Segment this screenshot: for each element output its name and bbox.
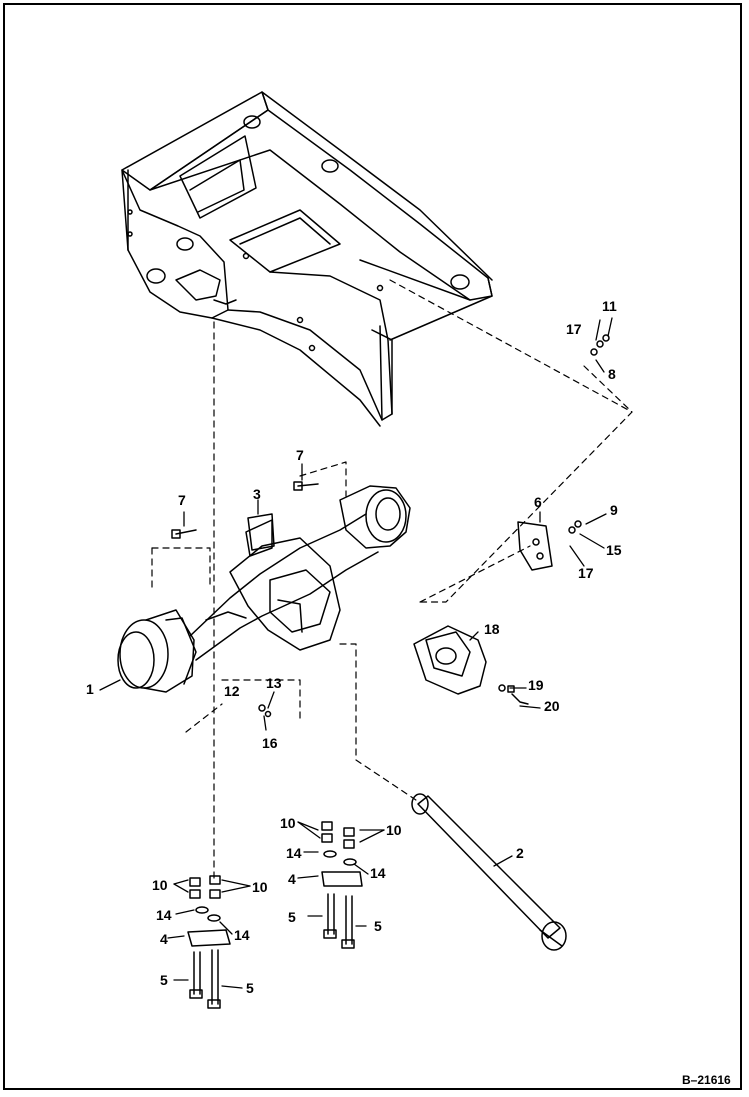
- callout-14: 14: [234, 927, 250, 943]
- callout-14: 14: [286, 845, 302, 861]
- callout-8: 8: [608, 366, 616, 382]
- part-18-housing: [413, 625, 487, 695]
- left-fastener-stack: [187, 875, 231, 1009]
- callout-3: 3: [253, 486, 261, 502]
- callout-2: 2: [516, 845, 524, 861]
- callout-11: 11: [602, 298, 617, 314]
- callout-10: 10: [152, 877, 168, 893]
- part-6-bracket: [517, 521, 553, 571]
- part-3-bracket: [247, 513, 275, 551]
- main-frame: [121, 91, 493, 427]
- callout-4: 4: [160, 931, 168, 947]
- right-fastener-stack: [321, 821, 363, 949]
- callout-10: 10: [280, 815, 296, 831]
- callout-20: 20: [544, 698, 560, 714]
- diagram-border: [3, 3, 742, 1090]
- callout-9: 9: [610, 502, 618, 518]
- callout-17: 17: [566, 321, 582, 337]
- callout-5: 5: [288, 909, 296, 925]
- callout-7: 7: [296, 447, 304, 463]
- callout-18: 18: [484, 621, 500, 637]
- hardware: [171, 334, 610, 718]
- callout-19: 19: [528, 677, 544, 693]
- callout-5: 5: [160, 972, 168, 988]
- axle-assembly: [117, 485, 411, 693]
- callout-10: 10: [386, 822, 402, 838]
- callout-15: 15: [606, 542, 622, 558]
- callout-17: 17: [578, 565, 594, 581]
- callout-5: 5: [246, 980, 254, 996]
- callout-4: 4: [288, 871, 296, 887]
- figure-id: B–21616: [682, 1073, 731, 1087]
- part-2-driveshaft: [411, 793, 567, 951]
- callout-16: 16: [262, 735, 278, 751]
- leader-lines: [99, 317, 613, 989]
- callout-14: 14: [370, 865, 386, 881]
- assembly-lines: [151, 279, 633, 881]
- callout-12: 12: [224, 683, 240, 699]
- callout-13: 13: [266, 675, 282, 691]
- callout-5: 5: [374, 918, 382, 934]
- callout-10: 10: [252, 879, 268, 895]
- callout-6: 6: [534, 494, 542, 510]
- callout-14: 14: [156, 907, 172, 923]
- callout-7: 7: [178, 492, 186, 508]
- callout-1: 1: [86, 681, 94, 697]
